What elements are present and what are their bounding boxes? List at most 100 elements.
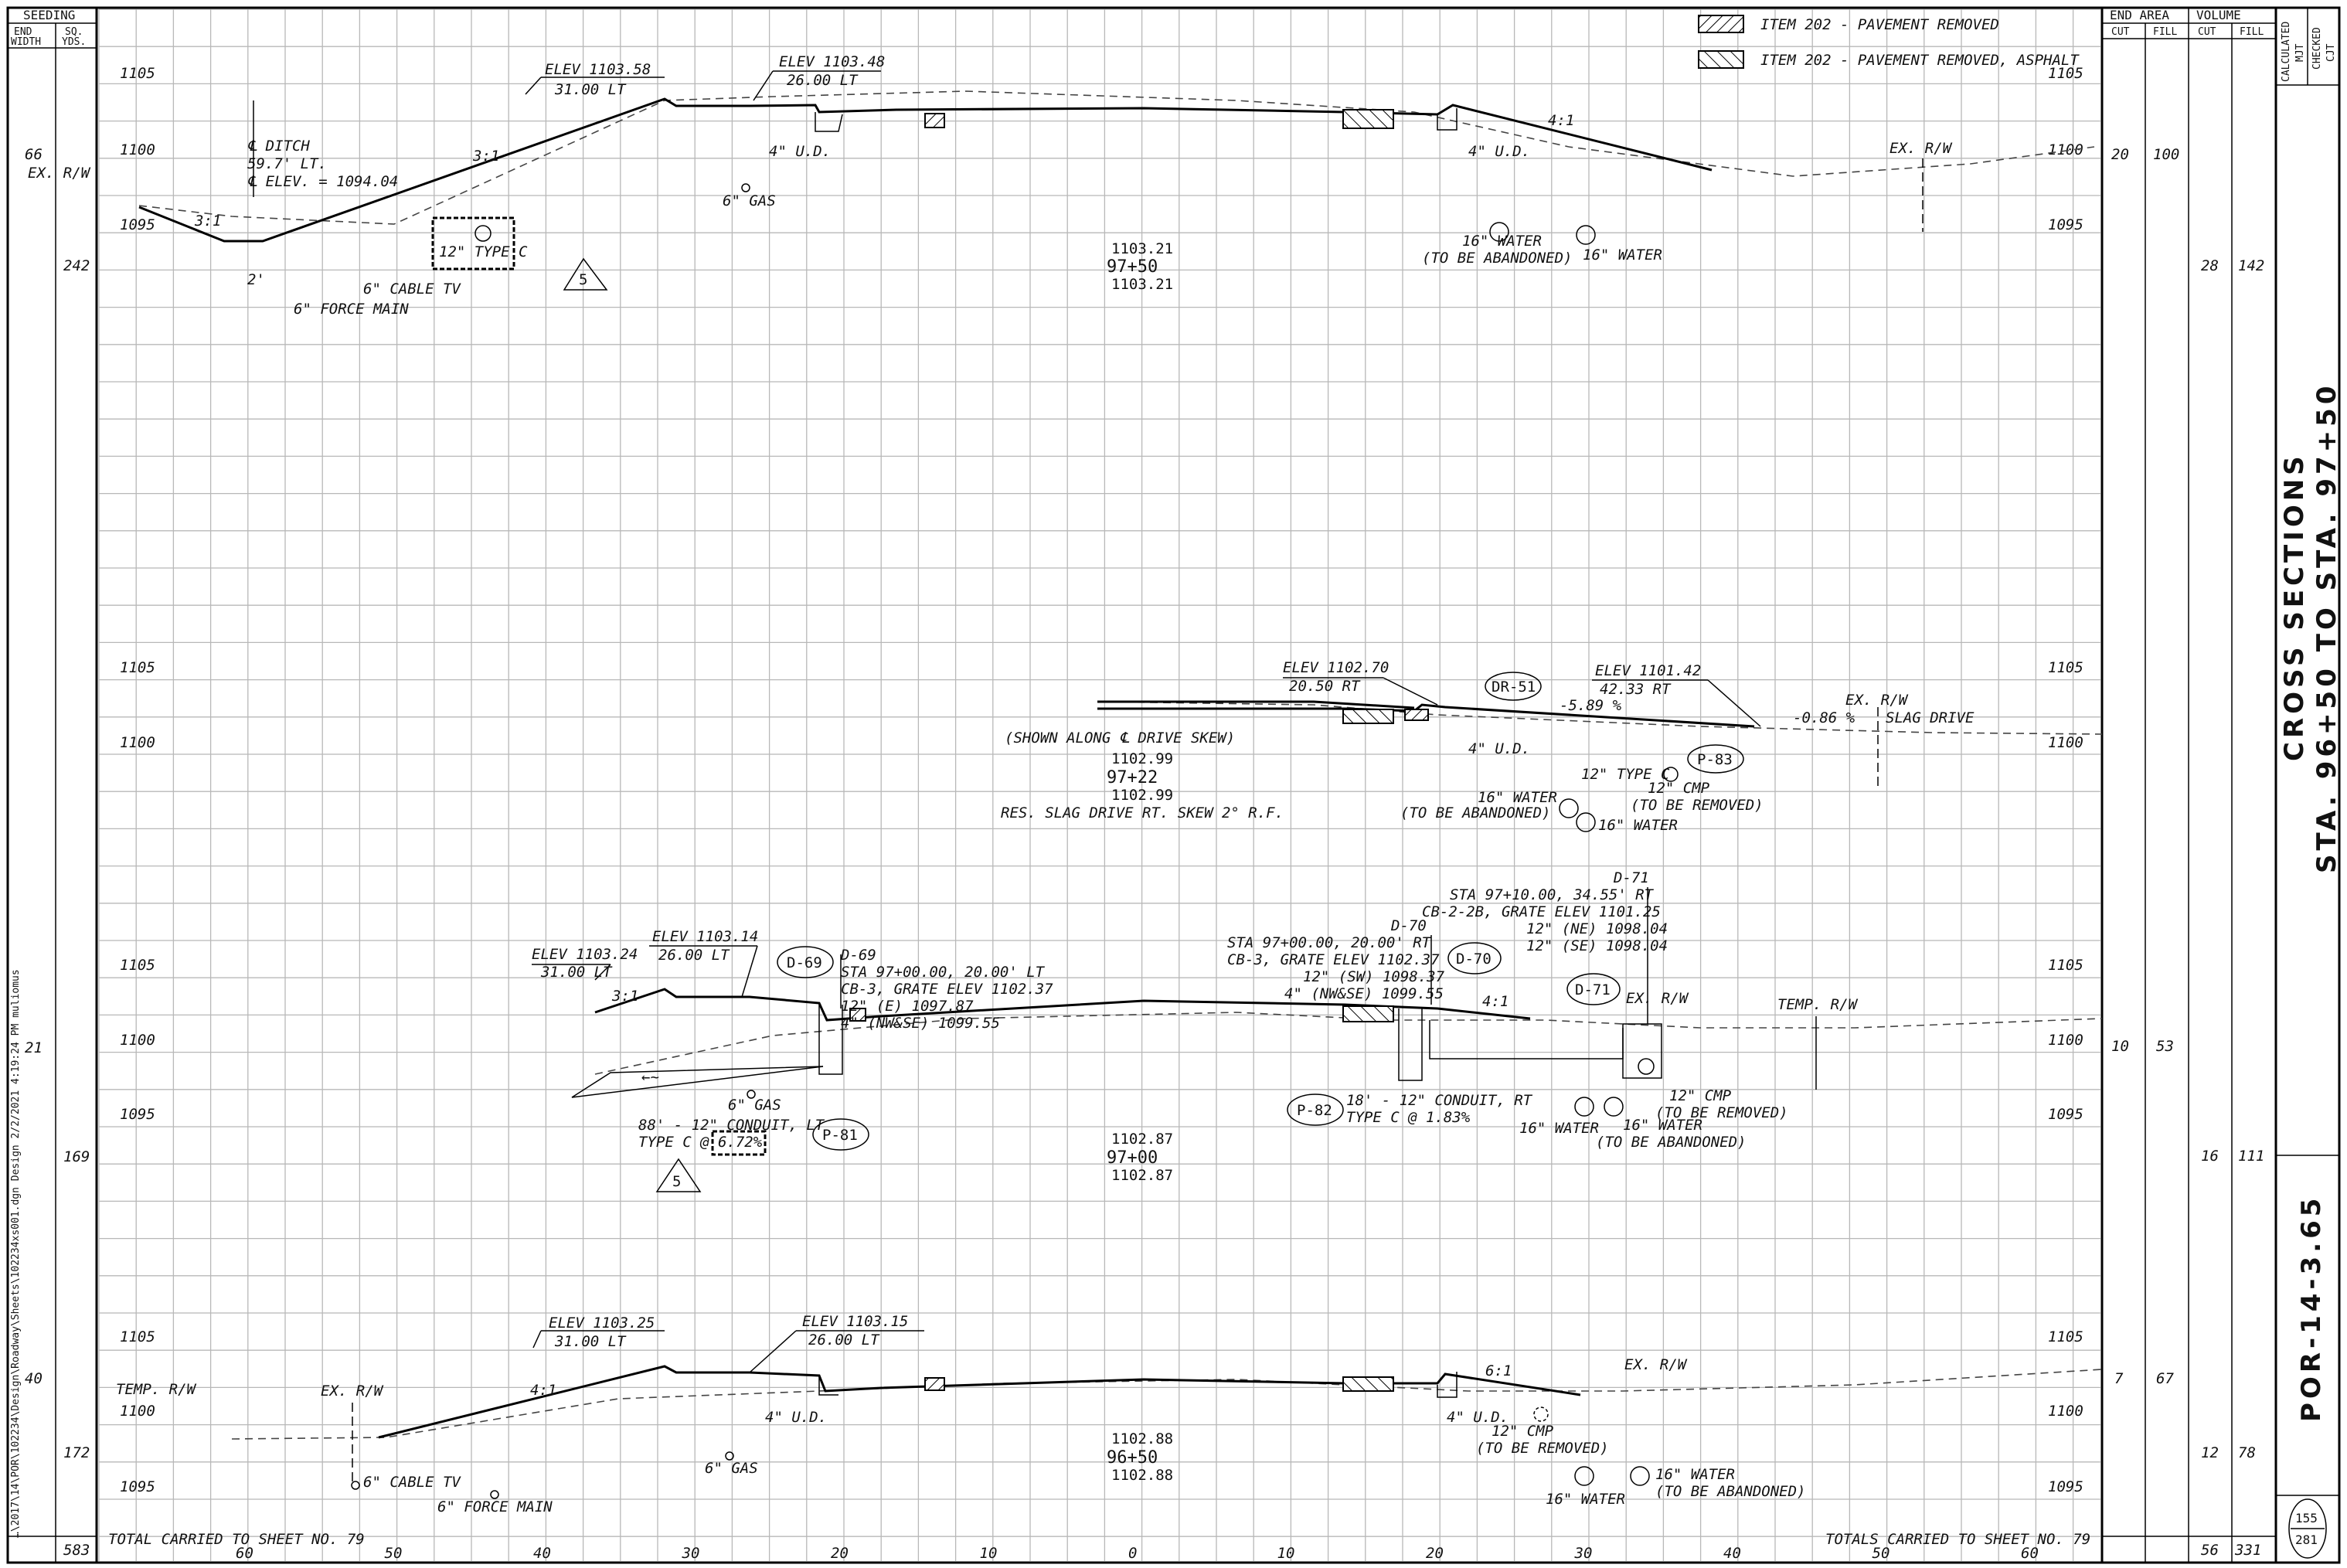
offset-tick-label: 10 xyxy=(980,1545,998,1562)
elev-label: 1100 xyxy=(120,1403,155,1420)
s3-conduit-lt-1: 88' - 12" CONDUIT, LT xyxy=(638,1117,825,1134)
s1-elev-lt2: ELEV 1103.48 xyxy=(779,53,885,70)
seeding-col-end: END xyxy=(14,26,32,38)
vol-fill-total: 331 xyxy=(2234,1542,2261,1559)
seeding-col-sq: SQ. xyxy=(65,26,83,38)
calculated-by: MJT xyxy=(2294,43,2306,62)
s3-d71: D-71 xyxy=(1575,981,1611,998)
s4-force: 6" FORCE MAIN xyxy=(437,1498,553,1515)
seeding-yds-2: 169 xyxy=(63,1148,90,1165)
s4-water-2: 16" WATER xyxy=(1655,1466,1735,1483)
elev-label: 1100 xyxy=(2048,1032,2083,1049)
s4-cable: 6" CABLE TV xyxy=(363,1474,461,1491)
s2-typec: 12" TYPE C xyxy=(1581,766,1670,783)
checked-by: CJT xyxy=(2325,43,2337,62)
offset-tick-label: 10 xyxy=(1277,1545,1295,1562)
s3-p81-callout xyxy=(812,1118,869,1151)
s4-water-2b: (TO BE ABANDONED) xyxy=(1655,1483,1805,1500)
s1-ditch-1: ℄ DITCH xyxy=(247,138,310,155)
elev-label: 1095 xyxy=(2048,216,2083,233)
s4-cmp-1: 12" CMP xyxy=(1492,1423,1554,1440)
file-path-text: …\2017\14\POR\102234\Design\Roadway\Shee… xyxy=(10,969,22,1538)
s3-d70-t1: D-70 xyxy=(1390,917,1427,934)
s3-cmp-1: 12" CMP xyxy=(1669,1087,1732,1104)
s1-el-top: 1103.21 xyxy=(1111,240,1173,257)
vol-fill-1: 142 xyxy=(2238,257,2264,274)
s3-d69: D-69 xyxy=(787,954,822,971)
s3-d71-t4: 12" (NE) 1098.04 xyxy=(1526,920,1668,937)
s3-d69-t5: 4" (NW&SE) 1099.55 xyxy=(841,1015,1000,1032)
s2-el-bot: 1102.99 xyxy=(1111,787,1173,804)
elev-label: 1100 xyxy=(120,141,155,158)
seeding-panel: SEEDING END WIDTH SQ. YDS. 66 EX. R/W 24… xyxy=(11,8,91,1559)
seeding-width-2: 21 xyxy=(25,1039,43,1056)
volume-header: VOLUME xyxy=(2196,8,2241,22)
s3-water-2: 16" WATER xyxy=(1623,1117,1702,1134)
elev-label: 1105 xyxy=(2048,65,2083,82)
elev-label: 1105 xyxy=(120,65,155,82)
s4-offset-lt2: 26.00 LT xyxy=(808,1332,880,1349)
elev-label: 1095 xyxy=(120,1106,155,1123)
s2-cmp-1: 12" CMP xyxy=(1648,780,1710,797)
s3-d69-t3: CB-3, GRATE ELEV 1102.37 xyxy=(841,981,1053,998)
elev-label: 1105 xyxy=(120,659,155,676)
offset-tick-label: 50 xyxy=(385,1545,403,1562)
s1-water-1b: (TO BE ABANDONED) xyxy=(1422,250,1572,267)
s2-water-2: 16" WATER xyxy=(1598,817,1678,834)
s2-p83: P-83 xyxy=(1697,751,1733,768)
s3-p81: P-81 xyxy=(822,1127,858,1144)
s2-grade-2: -0.86 % xyxy=(1793,709,1855,726)
s3-d70-t2: STA 97+00.00, 20.00' RT xyxy=(1227,934,1432,951)
elev-label: 1095 xyxy=(2048,1106,2083,1123)
elev-label: 1100 xyxy=(120,1032,155,1049)
offset-tick-label: 60 xyxy=(236,1545,253,1562)
s4-water-1: 16" WATER xyxy=(1546,1491,1625,1508)
ea-fill-1: 100 xyxy=(2153,146,2179,163)
s1-exrw: EX. R/W xyxy=(1890,140,1953,157)
s4-offset-lt1: 31.00 LT xyxy=(554,1333,627,1350)
elev-label: 1105 xyxy=(120,1328,155,1345)
elev-label: 1100 xyxy=(2048,734,2083,751)
legend-item-2: ITEM 202 - PAVEMENT REMOVED, ASPHALT xyxy=(1760,52,2080,69)
s3-elev-lt2: ELEV 1103.14 xyxy=(652,928,758,945)
sheet-total: 281 xyxy=(2295,1532,2318,1547)
s2-offset-left: 20.50 RT xyxy=(1289,678,1361,695)
s3-note-triangle xyxy=(655,1158,702,1192)
s2-grade-1: -5.89 % xyxy=(1560,697,1622,714)
section-96-50: ELEV 1103.25 31.00 LT ELEV 1103.15 26.00… xyxy=(116,1313,2103,1515)
s3-p82: P-82 xyxy=(1297,1102,1332,1119)
s2-res: RES. SLAG DRIVE RT. SKEW 2° R.F. xyxy=(1001,804,1284,821)
end-area-header: END AREA xyxy=(2110,8,2169,22)
s3-d69-callout xyxy=(777,946,834,978)
ea-cut-3: 7 xyxy=(2114,1370,2124,1387)
s2-ud: 4" U.D. xyxy=(1468,740,1530,757)
title-block: CALCULATED MJT CHECKED CJT CROSS SECTION… xyxy=(2279,22,2342,1559)
s2-dr51: DR-51 xyxy=(1492,679,1536,696)
s3-conduit-lt-2: TYPE C @ 6.72% xyxy=(638,1134,763,1151)
vol-fill-2: 111 xyxy=(2238,1148,2264,1165)
seeding-exrw: EX. R/W xyxy=(28,165,91,182)
calculated-label: CALCULATED xyxy=(2281,22,2292,82)
s1-water-1: 16" WATER xyxy=(1462,233,1542,250)
s2-elev-left: ELEV 1102.70 xyxy=(1283,659,1389,676)
s3-cmp-2: (TO BE REMOVED) xyxy=(1655,1104,1788,1121)
offset-tick-label: 40 xyxy=(533,1545,551,1562)
s3-flow-arrow: ←~ xyxy=(641,1069,659,1086)
elev-label: 1095 xyxy=(2048,1478,2083,1495)
section-97-50: ELEV 1103.58 31.00 LT ELEV 1103.48 26.00… xyxy=(138,53,2095,318)
s4-station: 96+50 xyxy=(1107,1448,1158,1468)
s3-d70-t3: CB-3, GRATE ELEV 1102.37 xyxy=(1227,951,1440,968)
legend-item-1: ITEM 202 - PAVEMENT REMOVED xyxy=(1760,16,1999,33)
s1-ditch-2: 59.7' LT. xyxy=(247,155,327,172)
frames xyxy=(6,6,2341,1564)
elev-label: 1095 xyxy=(120,216,155,233)
s2-water-1: 16" WATER xyxy=(1478,789,1557,806)
total-carried-right: TOTALS CARRIED TO SHEET NO. 79 xyxy=(1825,1531,2090,1548)
vol-fill-3: 78 xyxy=(2238,1444,2256,1461)
s2-water-1b: (TO BE ABANDONED) xyxy=(1400,804,1550,821)
s4-exrw-right: EX. R/W xyxy=(1624,1356,1688,1373)
ea-fill-header: FILL xyxy=(2153,26,2177,38)
s4-exrw-left: EX. R/W xyxy=(321,1383,384,1400)
elev-label: 1105 xyxy=(2048,659,2083,676)
elevation-labels: 1105 1100 1095 1105 1100 1095 1105 1100 … xyxy=(120,65,2083,1495)
